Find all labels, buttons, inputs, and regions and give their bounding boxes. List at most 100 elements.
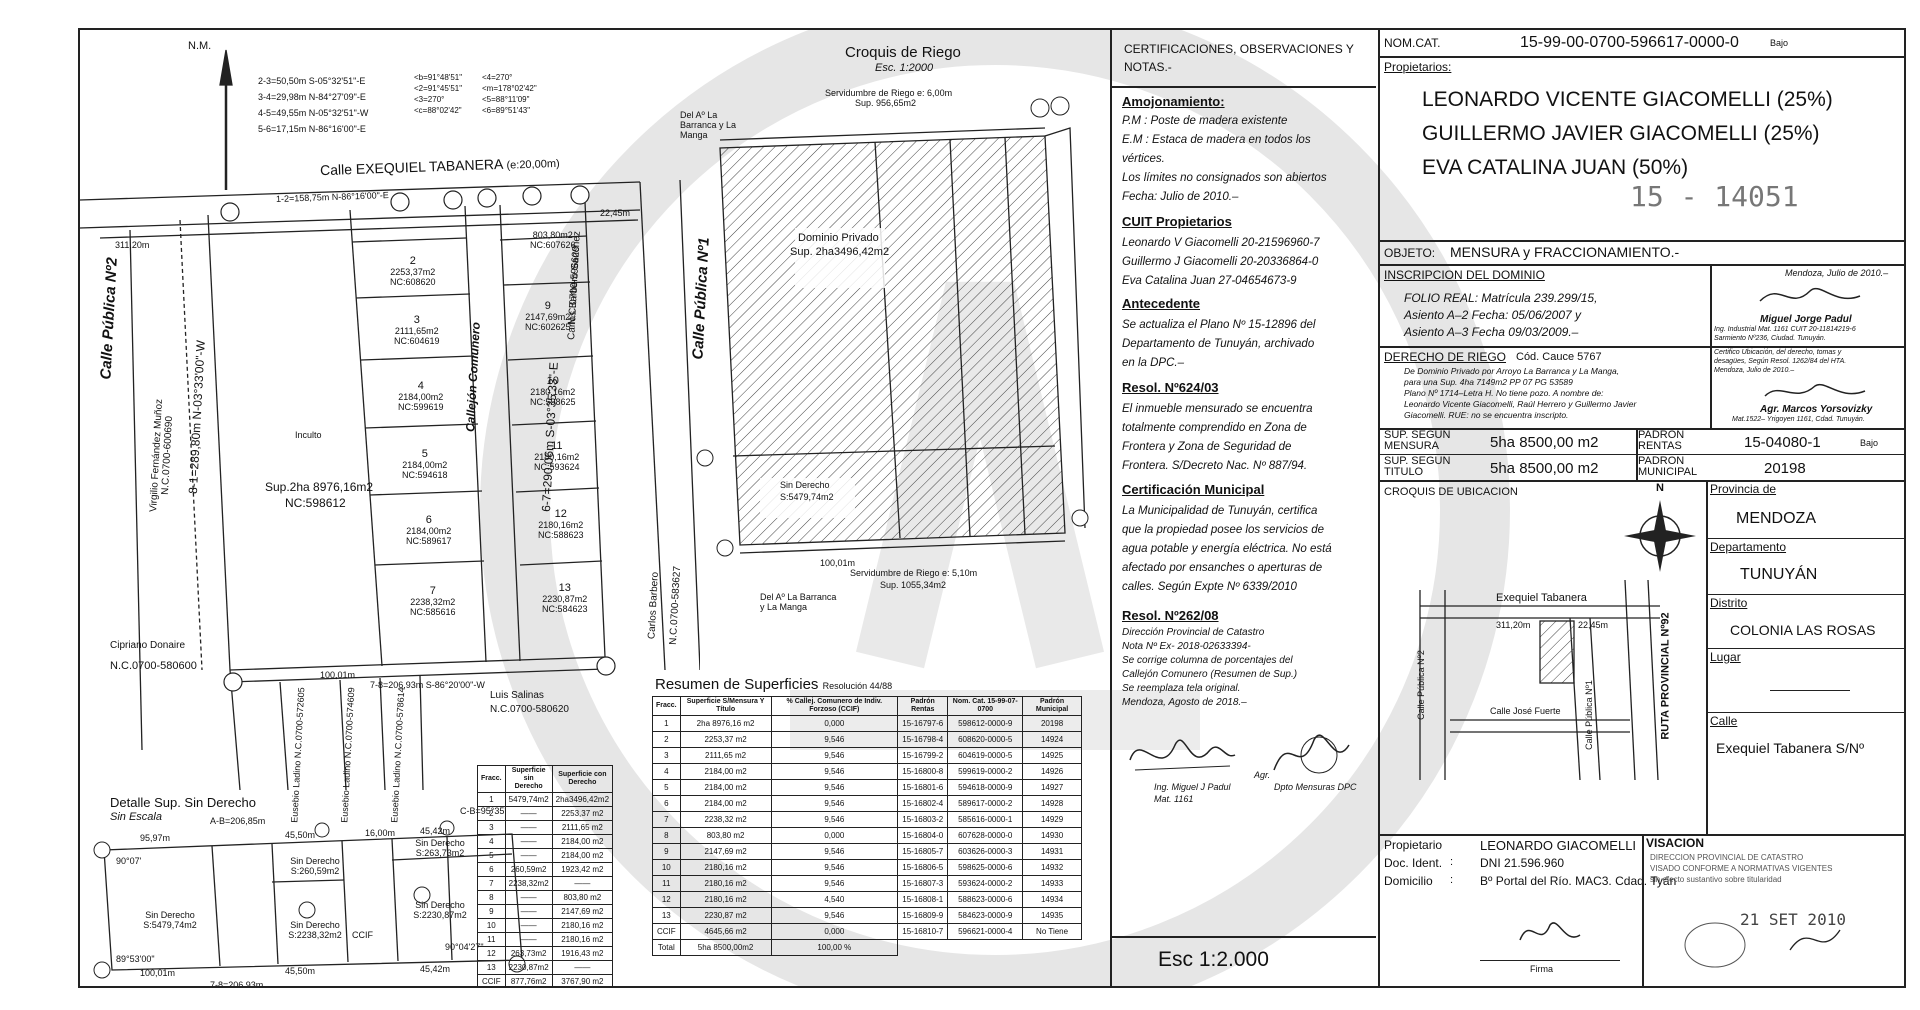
resumen-cell: 2147,69 m2	[679, 843, 772, 860]
ing-name: Miguel Jorge Padul	[1760, 314, 1852, 325]
rumbo-4: 5-6=17,15m N-86°16'00"-E	[258, 124, 366, 134]
calle-label: Calle	[1710, 714, 1738, 728]
resumen-cell: 15-16805-7	[897, 843, 949, 860]
visacion-date: 21 SET 2010	[1740, 910, 1846, 929]
nomcat-value: 15-99-00-0700-596617-0000-0	[1520, 34, 1739, 51]
resumen-cell: 2184,00 m2	[679, 795, 772, 812]
resumen-cell: 13	[652, 907, 681, 924]
table-row: 11——2180,16 m2	[477, 932, 614, 947]
sup-cell: ——	[504, 932, 553, 947]
signature-padul	[1129, 739, 1236, 771]
sup-cell: 11	[477, 932, 506, 947]
sup-cell: 2	[477, 806, 506, 821]
owner-2: GUILLERMO JAVIER GIACOMELLI (25%)	[1422, 122, 1820, 145]
stamp-number: 15 - 14051	[1630, 180, 1799, 213]
resumen-cell: 7	[652, 811, 681, 828]
dom-value: Bº Portal del Río. MAC3. Cdad. Tyán	[1480, 874, 1677, 888]
neighbor-bottom-left-name: Cipriano Donaire	[110, 640, 186, 651]
signature-ing	[1759, 288, 1861, 302]
resumen-cell: 12	[652, 891, 681, 908]
resumen-cell: 10	[652, 859, 681, 876]
signature-agr	[1764, 383, 1866, 397]
sup-cell: 1916,43 m2	[551, 946, 614, 961]
agr-det: Mat.1522– Yrigoyen 1161, Cdad. Tunuyán.	[1732, 416, 1865, 423]
resumen-header-2: % Callej. Comunero de Indiv. Forzoso (CC…	[770, 696, 899, 716]
sup-cell: 4	[477, 834, 506, 849]
table-row: 10——2180,16 m2	[477, 918, 614, 933]
resumen-cell: 8	[652, 827, 681, 844]
sup-cell: 5479,74m2	[504, 792, 553, 807]
riego-sin-sup: S:5479,74m2	[780, 492, 834, 502]
resumen-header-3: Padrón Rentas	[897, 696, 949, 716]
resumen-cell: 599619-0000-2	[947, 763, 1024, 780]
resumen-cell: 593624-0000-2	[947, 875, 1024, 892]
riego-arroyo-bottom: Del Aº La Barranca y La Manga	[760, 592, 837, 612]
resumen-cell: 9,546	[770, 875, 899, 892]
table-row: 4——2184,00 m2	[477, 834, 614, 849]
ing-det: Ing. Industrial Mat. 1161 CUIT 20-118142…	[1714, 326, 1856, 333]
resumen-total-cell: 100,00 %	[770, 939, 899, 956]
sup-cell: 13	[477, 960, 506, 975]
owner-3: EVA CATALINA JUAN (50%)	[1422, 156, 1689, 179]
sup-cell: 2238,32m2	[504, 876, 553, 891]
sup-cell: 3	[477, 820, 506, 835]
survey-plan-sheet: N.M. 2-3=50,50m S-05°32'51"-E 3-4=29,98m…	[78, 28, 1906, 988]
rumbo-3: 4-5=49,55m N-05°32'51"-W	[258, 108, 369, 118]
riego-title: Croquis de Riego	[845, 44, 961, 61]
resumen-cell: 15-16806-5	[897, 859, 949, 876]
resumen-cell: 2180,16 m2	[679, 875, 772, 892]
resumen-cell: 15-16798-4	[897, 731, 949, 748]
cert-mun-heading: Certificación Municipal	[1122, 482, 1265, 497]
notes-column: CERTIFICACIONES, OBSERVACIONES Y NOTAS.-…	[1112, 30, 1376, 986]
detalle-ab: A-B=206,85m	[210, 816, 266, 826]
dist-value: COLONIA LAS ROSAS	[1730, 622, 1876, 638]
resumen-cell: 0,000	[770, 923, 899, 940]
resumen-cell: CCIF	[652, 923, 681, 940]
resumen-total-cell: Total	[652, 939, 681, 956]
resumen-cell: 11	[652, 875, 681, 892]
resumen-cell: 608620-0000-5	[947, 731, 1024, 748]
padron-rentas-value: 15-04080-1	[1744, 434, 1821, 451]
dist-label: Distrito	[1710, 596, 1748, 610]
sup-titulo-label: SUP. SEGUN TITULO	[1384, 455, 1451, 478]
resumen-cell: 2ha 8976,16 m2	[679, 715, 772, 732]
dep-value: TUNUYÁN	[1740, 566, 1818, 583]
sup-cell: 10	[477, 918, 506, 933]
lugar-label: Lugar	[1710, 650, 1741, 664]
objeto-value: MENSURA y FRACCIONAMIENTO.-	[1450, 244, 1680, 260]
owners-label: Propietarios:	[1384, 60, 1452, 74]
resumen-cell: 14925	[1022, 747, 1082, 764]
nomcat-note: Bajo	[1770, 38, 1789, 48]
sup-header-0: Fracc.	[477, 765, 506, 793]
resumen-table: Fracc.Superficie S/Mensura Y Título% Cal…	[652, 696, 1082, 956]
notes-header: CERTIFICACIONES, OBSERVACIONES Y NOTAS.-	[1124, 42, 1354, 74]
detalle-l12: Sin Derecho S:263,73m2	[415, 838, 465, 858]
detalle-d3: 16,00m	[365, 828, 396, 838]
cert-ubic: Certifico Ubicación, del derecho, tomas …	[1714, 349, 1847, 374]
detalle-d1: 95,97m	[140, 833, 171, 843]
resumen-title: Resumen de Superficies Resolución 44/88	[655, 676, 893, 693]
resumen-cell: 588623-0000-6	[947, 891, 1024, 908]
resumen-cell: 596621-0000-4	[947, 923, 1024, 940]
detalle-title: Detalle Sup. Sin Derecho	[110, 795, 256, 810]
riego-text: De Dominio Privado por Arroyo La Barranc…	[1404, 366, 1637, 420]
resumen-cell: 14932	[1022, 859, 1082, 876]
resumen-cell: 15-16797-6	[897, 715, 949, 732]
croquis-mid: Calle Pública Nº1	[1583, 680, 1594, 750]
resumen-cell: 584623-0000-9	[947, 907, 1024, 924]
owner-1: LEONARDO VICENTE GIACOMELLI (25%)	[1422, 88, 1833, 111]
sup-cell: 2253,37 m2	[551, 806, 614, 821]
